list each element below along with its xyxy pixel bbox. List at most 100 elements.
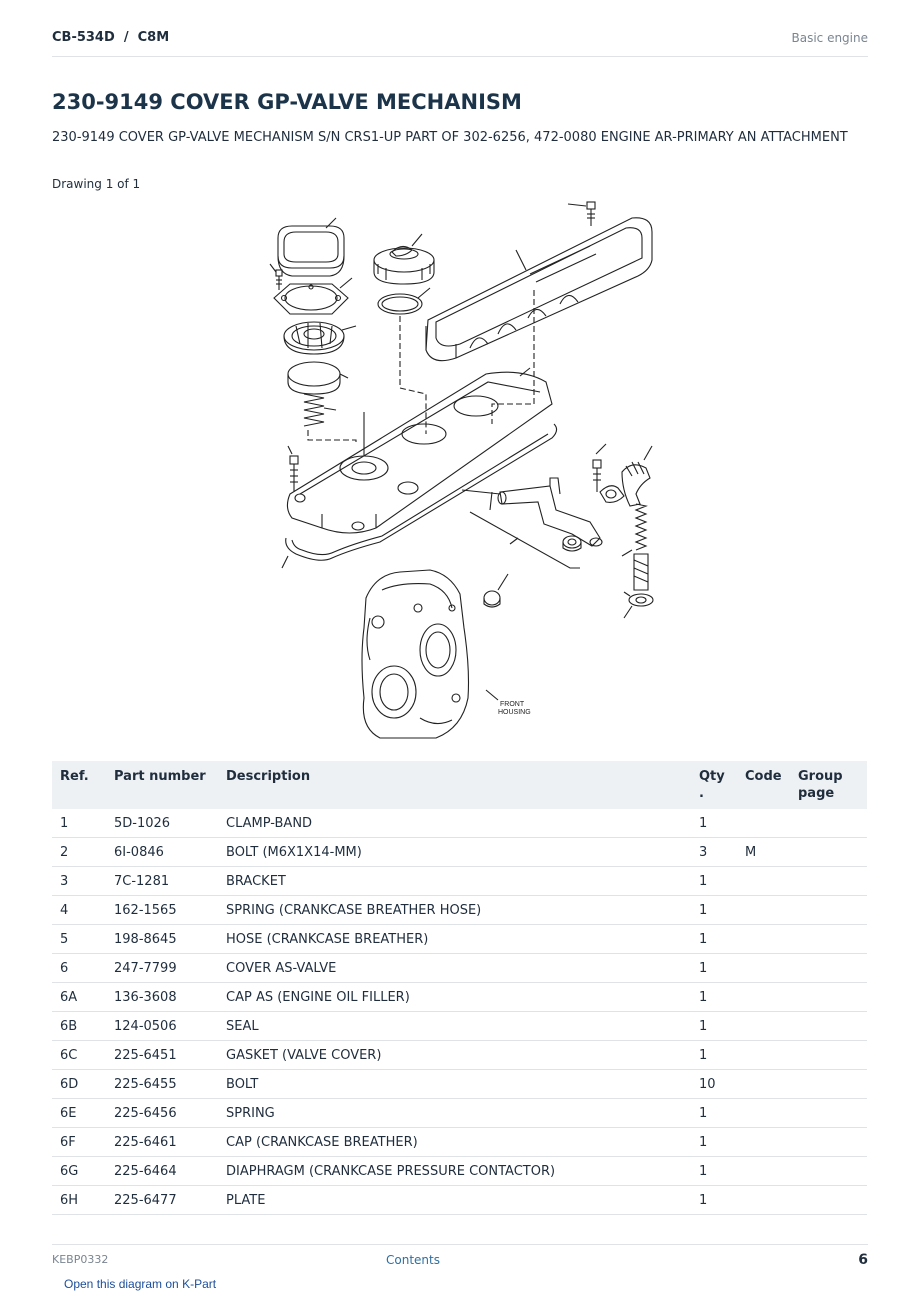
cell-qty: 1	[691, 1011, 737, 1041]
hose-elbow-drawing	[621, 461, 651, 507]
cell-group-page	[790, 1185, 867, 1215]
col-code: Code	[737, 761, 790, 809]
cell-code: M	[737, 837, 790, 867]
cell-part-number: 6I-0846	[106, 837, 218, 867]
cell-ref: 1	[52, 809, 106, 838]
front-housing-label-line2: HOUSING	[498, 709, 531, 716]
cell-ref: 6E	[52, 1098, 106, 1128]
exploded-parts-diagram: FRONT HOUSING	[269, 201, 654, 739]
cell-ref: 6	[52, 953, 106, 983]
cell-part-number: 247-7799	[106, 953, 218, 983]
cell-part-number: 225-6461	[106, 1127, 218, 1157]
cell-qty: 3	[691, 837, 737, 867]
cell-ref: 4	[52, 895, 106, 925]
page-number: 6	[858, 1252, 868, 1268]
breather-cap-drawing	[277, 225, 345, 277]
contents-link[interactable]: Contents	[386, 1253, 440, 1267]
crankcase-hose-drawing	[633, 553, 649, 591]
front-housing-drawing	[361, 569, 470, 739]
cell-qty: 1	[691, 953, 737, 983]
seal-drawing	[377, 293, 423, 315]
cell-part-number: 225-6464	[106, 1156, 218, 1186]
cell-part-number: 7C-1281	[106, 866, 218, 896]
cell-qty: 10	[691, 1069, 737, 1099]
cell-ref: 6D	[52, 1069, 106, 1099]
cell-group-page	[790, 837, 867, 867]
oil-filler-cap-drawing	[373, 245, 435, 285]
cell-code	[737, 1127, 790, 1157]
valve-cover-base-drawing	[286, 371, 553, 534]
cell-part-number: 225-6456	[106, 1098, 218, 1128]
page-subtitle: 230-9149 COVER GP-VALVE MECHANISM S/N CR…	[52, 130, 848, 145]
cell-part-number: 198-8645	[106, 924, 218, 954]
plate-drawing	[273, 283, 349, 315]
cell-qty: 1	[691, 866, 737, 896]
cell-ref: 2	[52, 837, 106, 867]
open-diagram-link[interactable]: Open this diagram on K-Part	[64, 1277, 217, 1291]
cell-ref: 6G	[52, 1156, 106, 1186]
cell-qty: 1	[691, 809, 737, 838]
cell-description: BOLT (M6X1X14-MM)	[218, 837, 691, 867]
nut-drawing	[562, 535, 582, 552]
parts-table: Ref. Part number Description Qty . Code …	[52, 761, 867, 1215]
table-header-row: Ref. Part number Description Qty . Code …	[52, 761, 867, 809]
cell-part-number: 162-1565	[106, 895, 218, 925]
cell-description: SPRING (CRANKCASE BREATHER HOSE)	[218, 895, 691, 925]
document-id: KEBP0332	[52, 1253, 109, 1266]
cell-part-number: 225-6451	[106, 1040, 218, 1070]
cell-code	[737, 1040, 790, 1070]
cell-code	[737, 895, 790, 925]
cell-qty: 1	[691, 1156, 737, 1186]
cell-qty: 1	[691, 1040, 737, 1070]
col-part-number: Part number	[106, 761, 218, 809]
cell-group-page	[790, 1040, 867, 1070]
top-bolt-drawing	[586, 201, 596, 226]
cell-description: COVER AS-VALVE	[218, 953, 691, 983]
crankcase-spring-drawing	[634, 503, 648, 551]
cell-description: CAP AS (ENGINE OIL FILLER)	[218, 982, 691, 1012]
valve-cover-drawing	[425, 217, 653, 362]
cell-code	[737, 924, 790, 954]
cell-part-number: 5D-1026	[106, 809, 218, 838]
cell-code	[737, 1156, 790, 1186]
gasket-drawing	[285, 423, 558, 561]
drawing-label: Drawing 1 of 1	[52, 177, 141, 191]
cell-ref: 5	[52, 924, 106, 954]
cell-code	[737, 1069, 790, 1099]
col-qty: Qty .	[691, 761, 737, 809]
spring-cap-drawing	[287, 361, 341, 395]
cell-group-page	[790, 924, 867, 954]
page-title: 230-9149 COVER GP-VALVE MECHANISM	[52, 90, 522, 114]
cell-description: CAP (CRANKCASE BREATHER)	[218, 1127, 691, 1157]
cell-code	[737, 809, 790, 838]
cell-description: PLATE	[218, 1185, 691, 1215]
right-bolt-drawing	[592, 459, 602, 492]
cell-description: BRACKET	[218, 866, 691, 896]
cell-qty: 1	[691, 1185, 737, 1215]
bolt-drawing	[275, 269, 283, 290]
cell-code	[737, 1185, 790, 1215]
col-description: Description	[218, 761, 691, 809]
cell-qty: 1	[691, 1127, 737, 1157]
cell-part-number: 225-6455	[106, 1069, 218, 1099]
cell-description: SEAL	[218, 1011, 691, 1041]
breather-tube-drawing	[497, 477, 603, 547]
cell-code	[737, 866, 790, 896]
col-group-page: Group page	[790, 761, 867, 809]
bracket-drawing	[599, 485, 625, 503]
cell-ref: 6A	[52, 982, 106, 1012]
cell-description: CLAMP-BAND	[218, 809, 691, 838]
cell-qty: 1	[691, 982, 737, 1012]
cell-ref: 3	[52, 866, 106, 896]
clamp-band-drawing	[623, 591, 654, 607]
